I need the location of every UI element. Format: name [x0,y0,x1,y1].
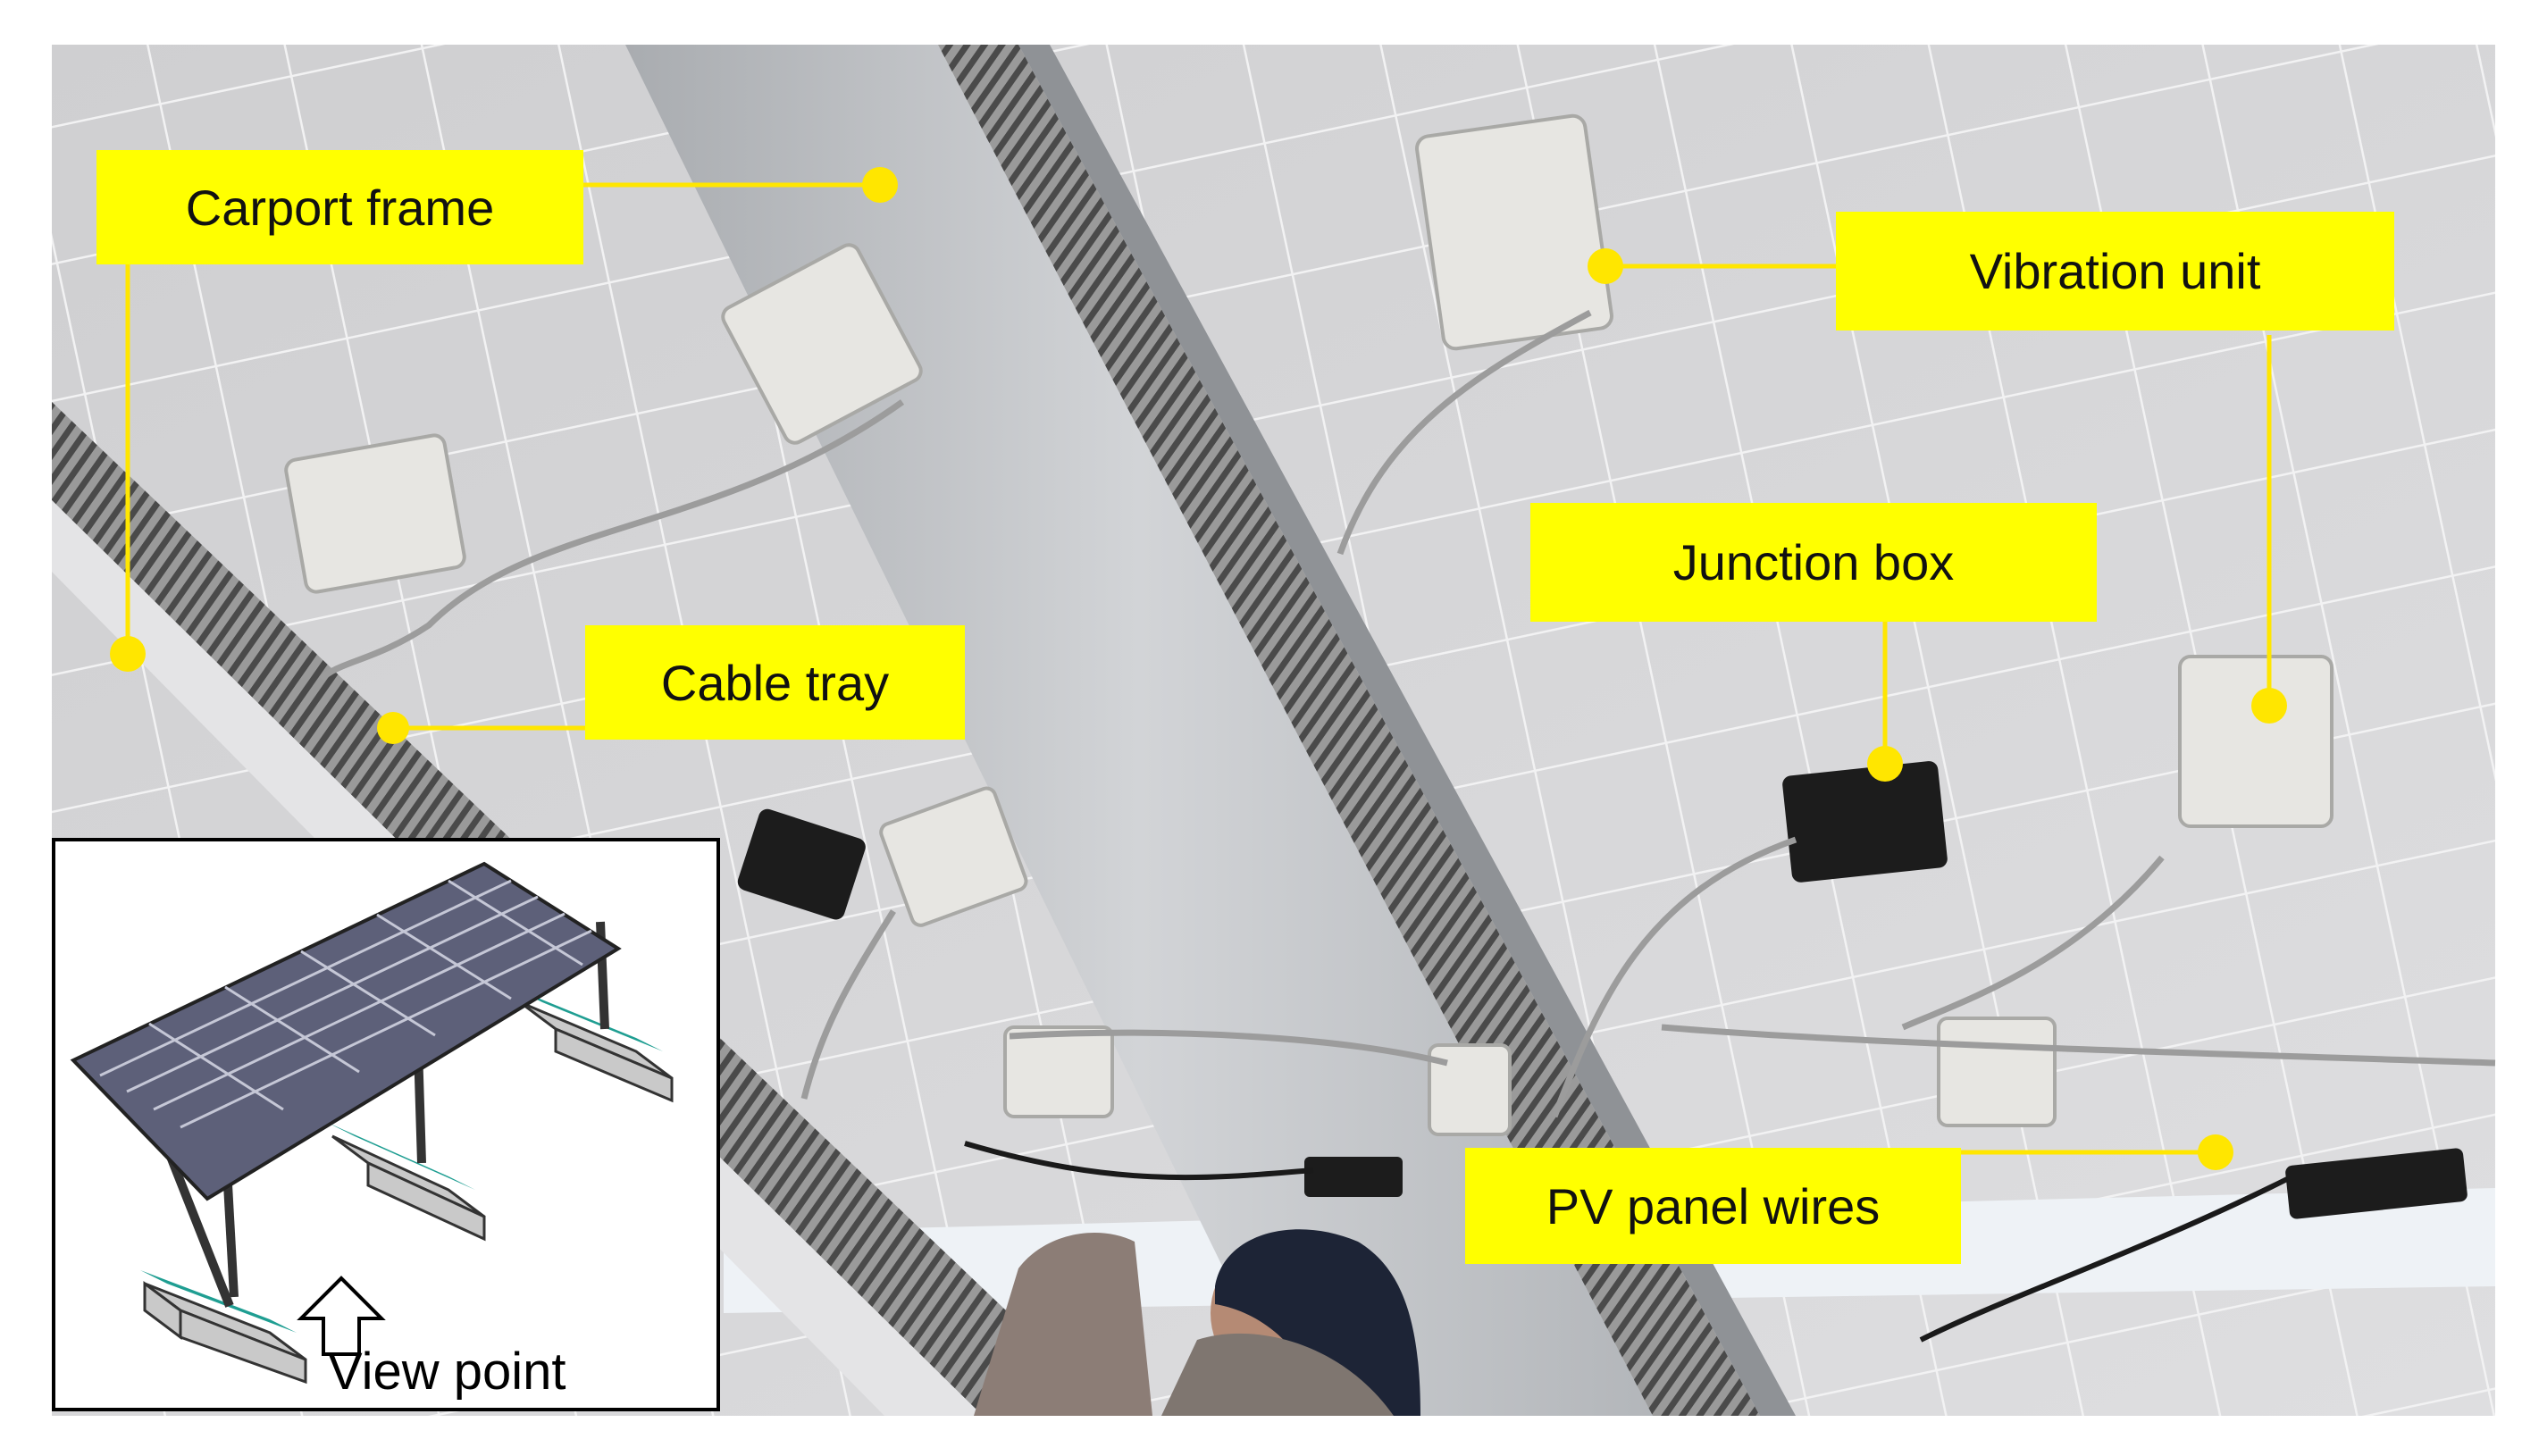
vibration-unit-boxes [284,113,2333,1136]
footing-plates [140,989,663,1333]
footings [143,1000,674,1385]
cables [319,309,2496,1118]
black-cables [964,1141,2289,1343]
beam-edge [1018,45,1796,1416]
panel-grid-lines [99,879,592,1129]
panel-array [70,861,622,1201]
dot-pv-panel-wires [2198,1134,2233,1170]
dot-carport-frame-beam [862,167,898,203]
view-point-label: View point [328,1343,566,1401]
dot-vibration-unit-top [1588,248,1623,284]
worker [974,1229,1420,1416]
view-point-arrow [297,1276,386,1356]
dot-carport-frame-rail [110,636,146,672]
cable-tray-main [938,45,1760,1416]
callout-junction-box: Junction box [1530,503,2097,622]
dot-cable-tray [377,712,409,744]
carport-schematic-drawing [70,861,674,1385]
callout-vibration-unit: Vibration unit [1836,212,2394,331]
dot-vibration-unit-right [2251,688,2287,724]
callout-pv-panel-wires: PV panel wires [1465,1148,1961,1264]
callout-carport-frame: Carport frame [96,150,583,264]
callout-cable-tray: Cable tray [585,625,965,740]
dot-junction-box [1867,746,1903,782]
carport-schematic-inset: View point [52,838,720,1411]
junction-boxes [737,761,2468,1219]
